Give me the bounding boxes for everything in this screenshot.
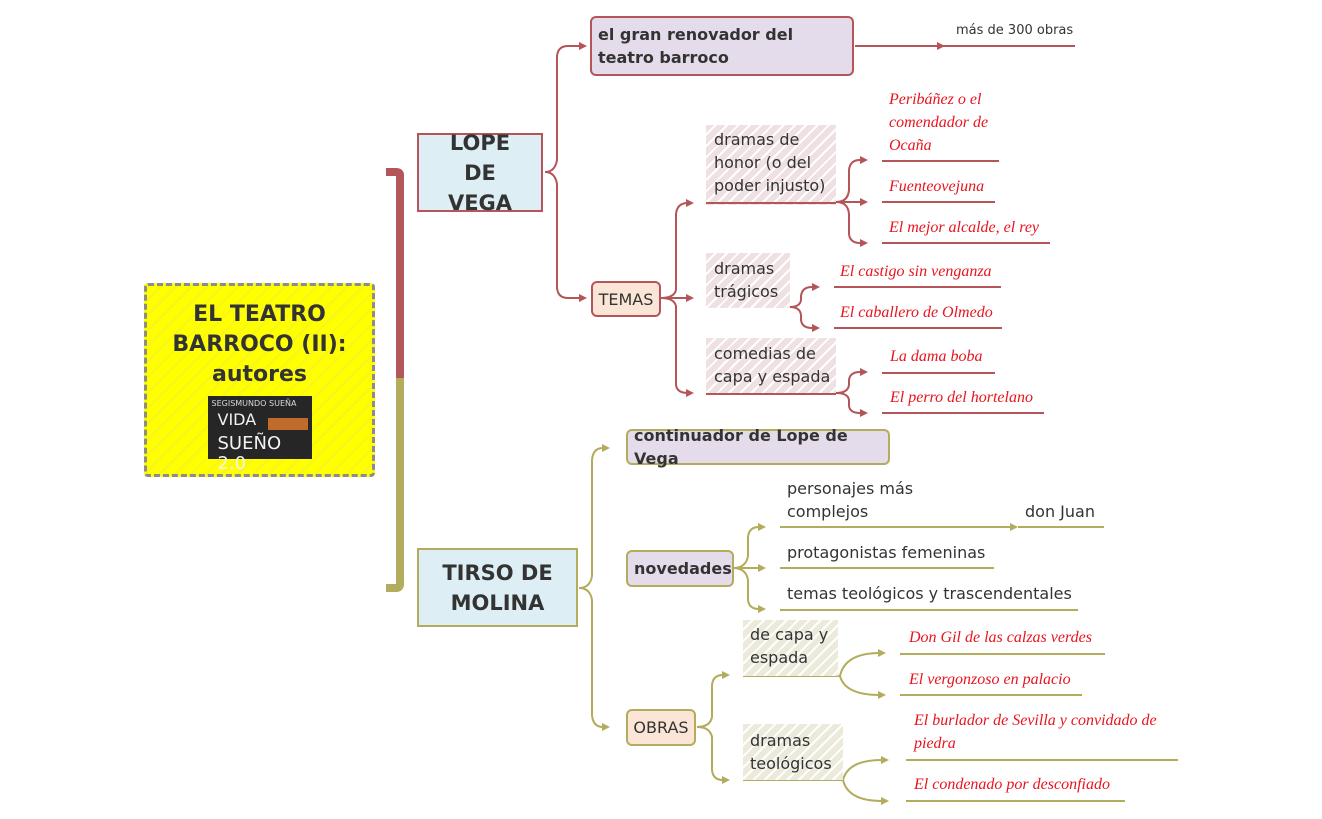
honor-node[interactable]: dramas de honor (o del poder injusto) xyxy=(714,130,826,195)
work-castigo[interactable]: El castigo sin venganza xyxy=(840,263,992,280)
book-cover-logo: SEGISMUNDO SUEÑA VIDA SUEÑO 2.0 xyxy=(207,396,312,474)
work-fuenteovejuna[interactable]: Fuenteovejuna xyxy=(889,178,985,195)
novedad-personajes[interactable]: personajes más complejos xyxy=(787,479,914,521)
tragicos-node-bg xyxy=(706,253,790,308)
work-caballero[interactable]: El caballero de Olmedo xyxy=(840,304,993,321)
logo-text-1: SEGISMUNDO SUEÑA xyxy=(211,399,297,408)
capa-node[interactable]: de capa y espada xyxy=(750,625,829,667)
logo-text-2: VIDA xyxy=(217,410,257,429)
comedias-underline xyxy=(706,393,836,395)
renovador-label: el gran renovador del teatro barroco xyxy=(598,25,794,67)
renovador-node[interactable]: el gran renovador del teatro barroco xyxy=(590,16,854,76)
work-burlador[interactable]: El burlador de Sevilla y convidado de pi… xyxy=(914,712,1157,752)
work-don-gil[interactable]: Don Gil de las calzas verdes xyxy=(909,629,1092,646)
continuador-label: continuador de Lope de Vega xyxy=(634,426,848,468)
tirso-label: TIRSO DE MOLINA xyxy=(442,560,553,615)
continuador-node[interactable]: continuador de Lope de Vega xyxy=(626,426,890,468)
obras-count-label[interactable]: más de 300 obras xyxy=(956,23,1074,38)
work-perro[interactable]: El perro del hortelano xyxy=(890,389,1033,406)
logo-accent-bar xyxy=(267,418,308,430)
temas-node[interactable]: TEMAS xyxy=(591,281,661,317)
teologicos-node-bg xyxy=(743,724,843,780)
comedias-node[interactable]: comedias de capa y espada xyxy=(714,344,831,386)
tirso-de-molina-node[interactable]: TIRSO DE MOLINA xyxy=(417,548,578,627)
obras-node[interactable]: OBRAS xyxy=(626,709,696,746)
novedad-protagonistas[interactable]: protagonistas femeninas xyxy=(787,543,986,562)
novedades-label: novedades xyxy=(634,559,732,578)
work-mejor-alcalde[interactable]: El mejor alcalde, el rey xyxy=(889,219,1040,236)
novedades-node[interactable]: novedades xyxy=(626,550,734,587)
temas-label: TEMAS xyxy=(598,289,654,309)
main-bracket xyxy=(386,168,404,592)
comedias-node-bg xyxy=(706,338,836,395)
honor-underline xyxy=(706,202,836,204)
arrow-don-juan xyxy=(1000,523,1018,531)
novedad-temas[interactable]: temas teológicos y trascendentales xyxy=(787,584,1072,603)
central-topic[interactable]: EL TEATRO BARROCO (II): autores SEGISMUN… xyxy=(144,283,375,477)
work-condenado[interactable]: El condenado por desconfiado xyxy=(914,776,1110,793)
work-vergonzoso[interactable]: El vergonzoso en palacio xyxy=(909,671,1071,688)
teologicos-node[interactable]: dramas teológicos xyxy=(750,731,832,773)
work-dama-boba[interactable]: La dama boba xyxy=(890,348,983,365)
lope-de-vega-node[interactable]: LOPE DE VEGA xyxy=(417,131,543,215)
capa-node-bg xyxy=(743,620,838,676)
central-title: EL TEATRO BARROCO (II): autores xyxy=(172,302,347,387)
don-juan-label[interactable]: don Juan xyxy=(1025,502,1095,521)
obras-label: OBRAS xyxy=(633,718,689,737)
lope-label: LOPE DE VEGA xyxy=(447,130,513,215)
honor-node-bg xyxy=(706,125,836,205)
work-peribanez[interactable]: Peribáñez o el comendador de Ocaña xyxy=(889,91,989,154)
logo-text-3: SUEÑO 2.0 xyxy=(217,433,282,474)
tragicos-node[interactable]: dramas trágicos xyxy=(714,259,779,301)
